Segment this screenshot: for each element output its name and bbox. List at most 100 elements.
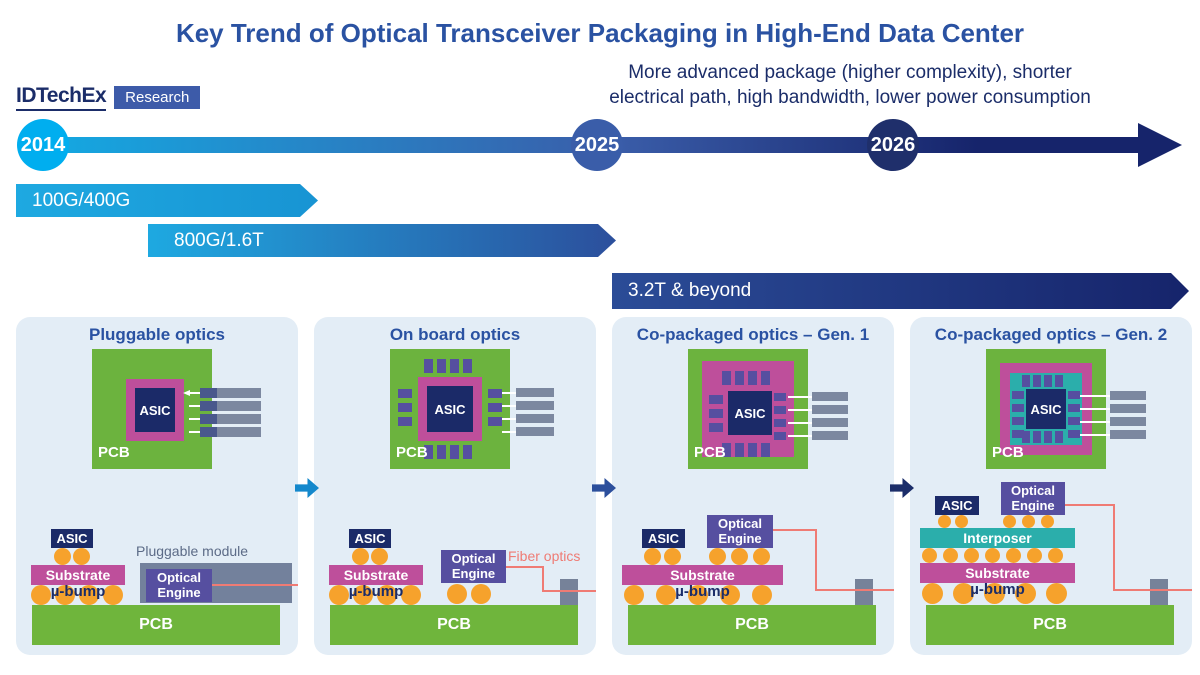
pcb-label: PCB (98, 444, 130, 461)
fiber-line (815, 529, 817, 591)
substrate-bar: Substrate (920, 563, 1075, 583)
optical-engine-pads-right (488, 389, 502, 398)
asic-bump-row (938, 515, 951, 528)
optical-engine: Optical Engine (1001, 482, 1065, 515)
u-bump-label: µ-bump (675, 583, 730, 600)
asic-chip: ASIC (427, 386, 473, 432)
panel-pluggable-optics: Pluggable optics ASIC PCB ASIC Substrate… (16, 317, 298, 655)
substrate-bar: Substrate (31, 565, 125, 585)
optical-engine: Optical Engine (146, 569, 212, 602)
year-circle-2014: 2014 (17, 119, 69, 171)
asic-bump-row (644, 548, 661, 565)
u-bump-row (31, 585, 51, 605)
fiber-link-lines (1080, 395, 1110, 397)
optical-engine-pads-left (398, 389, 412, 398)
pluggable-module-tip (200, 388, 217, 398)
fiber-line (542, 590, 596, 592)
u-bump-row (329, 585, 349, 605)
panel-title: Co-packaged optics – Gen. 1 (636, 325, 870, 344)
module-arrow-line (189, 392, 200, 394)
year-circle-2026: 2026 (867, 119, 919, 171)
fiber-line (542, 566, 544, 592)
optical-engine-pads-left (709, 395, 723, 404)
optical-engine: Optical Engine (707, 515, 773, 548)
fiber-connector (855, 579, 873, 605)
u-bump-row (922, 583, 943, 604)
interposer-bump-row (922, 548, 937, 563)
module-arrow-icon (183, 390, 190, 396)
fiber-link-lines (788, 396, 812, 398)
panel-title: Co-packaged optics – Gen. 2 (934, 325, 1168, 344)
u-bump-label: µ-bump (50, 583, 106, 600)
subtitle-line-1: More advanced package (higher complexity… (628, 62, 1072, 83)
optical-engine-bump-row (1003, 515, 1016, 528)
optical-engine-pads-bottom (424, 445, 433, 459)
asic-bump-row (352, 548, 369, 565)
timeline-arrowhead-icon (1138, 123, 1182, 167)
fiber-line (212, 584, 298, 586)
pcb-label: PCB (694, 444, 726, 461)
pcb-label: PCB (992, 444, 1024, 461)
u-bump-row (624, 585, 644, 605)
fiber-connector-array (812, 392, 848, 401)
substrate-bar: Substrate (622, 565, 783, 585)
pcb-side: PCB (926, 605, 1174, 645)
u-bump-label: µ-bump (348, 583, 404, 600)
panel-title: On board optics (389, 325, 521, 344)
fiber-line (773, 529, 817, 531)
fiber-connector (1150, 579, 1168, 605)
optical-engine-pads-top (1022, 375, 1030, 387)
pcb-side: PCB (32, 605, 280, 645)
fiber-connector (560, 579, 578, 605)
fiber-optics-label: Fiber optics (508, 548, 581, 564)
optical-engine-bump-row (447, 584, 467, 604)
pcb-side: PCB (330, 605, 578, 645)
asic-chip-side: ASIC (642, 529, 685, 548)
optical-engine-pads-top (424, 359, 433, 373)
optical-engine-pads-bottom (1022, 431, 1030, 443)
optical-engine-pads-right (774, 393, 786, 401)
subtitle-line-2: electrical path, high bandwidth, lower p… (609, 87, 1091, 108)
band-100g-400g: 100G/400G (16, 184, 318, 217)
fiber-connector-array (516, 388, 554, 397)
page-title: Key Trend of Optical Transceiver Packagi… (175, 18, 1025, 48)
panel-co-packaged-gen2: Co-packaged optics – Gen. 2 ASIC PCB ASI… (910, 317, 1192, 655)
band-800g-1-6t: 800G/1.6T (148, 224, 616, 257)
optical-engine-pads-right (1068, 391, 1080, 399)
year-circle-2025: 2025 (571, 119, 623, 171)
asic-chip: ASIC (728, 391, 772, 435)
fiber-connector-array (1110, 391, 1146, 400)
pcb-label: PCB (396, 444, 428, 461)
panel-title: Pluggable optics (88, 325, 226, 344)
asic-chip-side: ASIC (935, 496, 979, 515)
u-bump-label: µ-bump (970, 581, 1025, 598)
asic-chip: ASIC (1026, 389, 1066, 429)
asic-chip: ASIC (135, 388, 175, 432)
interposer-bar: Interposer (920, 528, 1075, 548)
fiber-line (1065, 504, 1115, 506)
optical-engine: Optical Engine (441, 550, 506, 583)
optical-engine-pads-left (1012, 391, 1024, 399)
panel-co-packaged-gen1: Co-packaged optics – Gen. 1 ASIC PCB ASI… (612, 317, 894, 655)
optical-engine-pads-bottom (722, 443, 731, 457)
asic-chip-side: ASIC (51, 529, 93, 548)
optical-engine-bump-row (709, 548, 726, 565)
idtechex-logo: IDTechEx Research (16, 84, 201, 111)
pcb-side: PCB (628, 605, 876, 645)
asic-chip-side: ASIC (349, 529, 391, 548)
asic-bump-row (54, 548, 71, 565)
fiber-line (1113, 589, 1192, 591)
pluggable-module-body (217, 388, 261, 398)
fiber-link-lines (502, 392, 516, 394)
optical-engine-pads-top (722, 371, 731, 385)
substrate-bar: Substrate (329, 565, 423, 585)
fiber-line (815, 589, 894, 591)
panel-on-board-optics: On board optics ASIC PCB ASIC Substrate … (314, 317, 596, 655)
band-3-2t-beyond: 3.2T & beyond (612, 273, 1189, 309)
fiber-line (506, 566, 544, 568)
pluggable-module-label: Pluggable module (136, 543, 249, 559)
fiber-line (1113, 504, 1115, 591)
logo-research-badge: Research (114, 86, 201, 109)
subtitle: More advanced package (higher complexity… (550, 60, 1150, 110)
